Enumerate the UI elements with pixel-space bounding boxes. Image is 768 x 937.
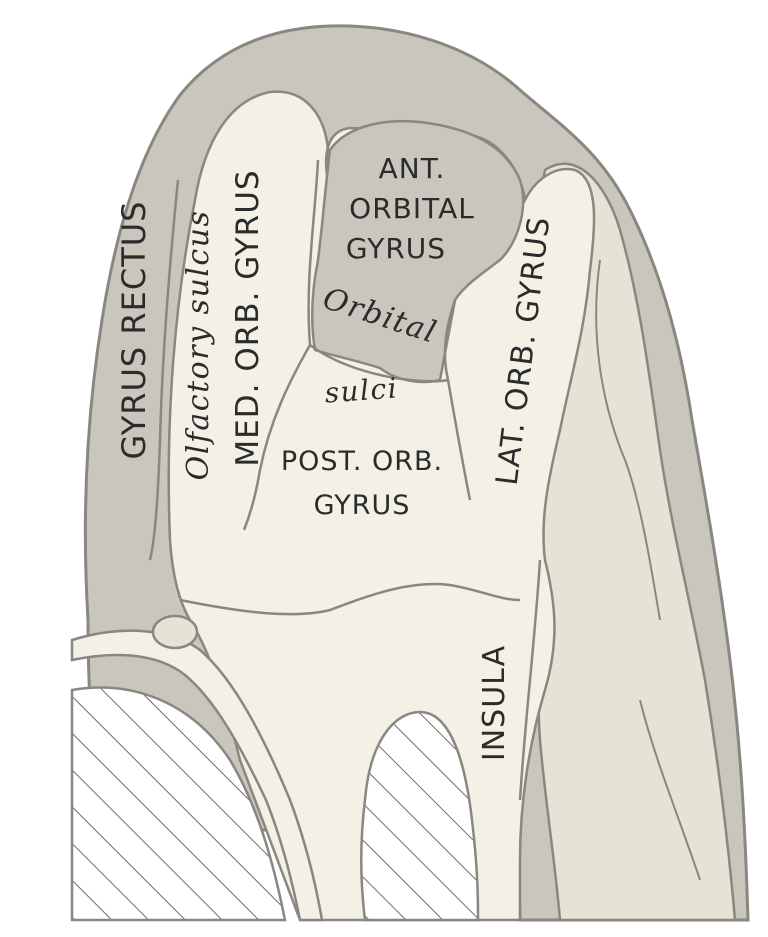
hatched-cut-center <box>360 710 480 922</box>
label-insula: INSULA <box>477 645 512 761</box>
label-ant-orbital-1: ANT. <box>379 152 446 185</box>
orbital-sulci-line-right <box>443 299 457 381</box>
label-med-orb-gyrus: MED. ORB. GYRUS <box>230 169 266 466</box>
orbital-surface <box>167 90 596 922</box>
insula-sulcus-curve <box>518 559 542 801</box>
label-post-orb-2: GYRUS <box>314 490 411 521</box>
optic-nerve-stump <box>151 614 199 650</box>
label-ant-orbital-3: GYRUS <box>346 232 446 265</box>
label-olfactory-sulcus: Olfactory sulcus <box>181 210 216 481</box>
ant-orbital-region <box>310 119 525 384</box>
olfactory-sulcus-line <box>148 179 180 561</box>
lower-sulcus-curve <box>179 582 521 616</box>
orbital-sulci-line-left <box>242 159 320 531</box>
label-ant-orbital-2: ORBITAL <box>349 192 475 225</box>
hatched-cut-left <box>70 686 287 922</box>
label-sulci: sulci <box>324 371 400 409</box>
optic-tract-band <box>70 629 324 922</box>
lateral-gyri-curve-2 <box>639 699 701 881</box>
label-gyrus-rectus: GYRUS RECTUS <box>115 201 153 460</box>
orbital-sulci-line-mid <box>309 343 472 501</box>
lateral-gyri-curve <box>595 259 661 621</box>
label-post-orb-1: POST. ORB. <box>281 446 443 477</box>
